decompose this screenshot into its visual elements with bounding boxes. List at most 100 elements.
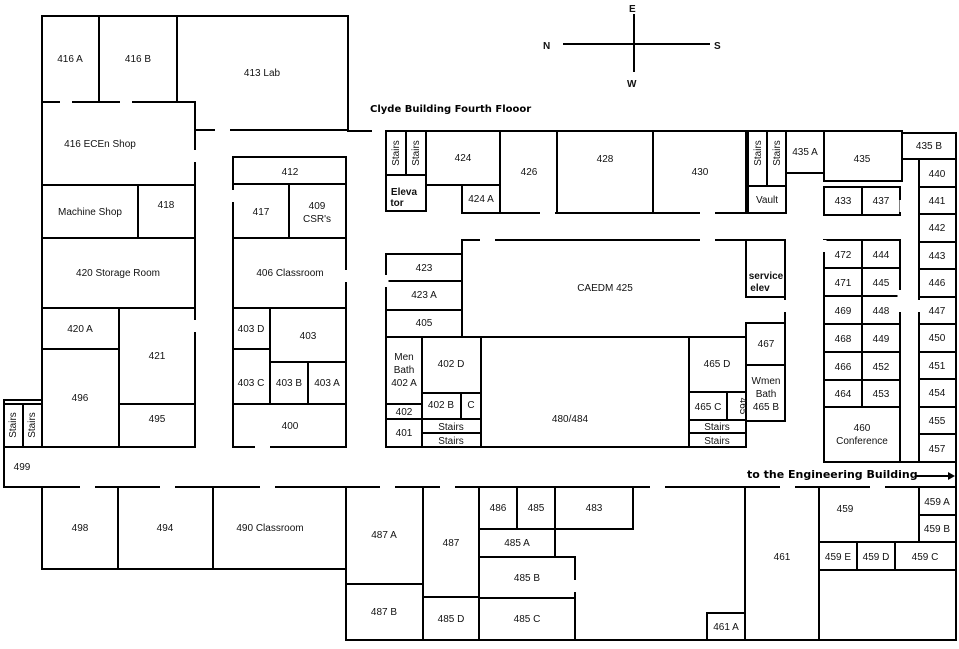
room-452[interactable] — [861, 351, 901, 381]
room-435a[interactable] — [785, 130, 825, 174]
service-elevator[interactable] — [745, 239, 786, 298]
label-446: 446 — [929, 278, 946, 289]
room-caedm-425[interactable] — [461, 239, 786, 338]
label-460a: 460 — [854, 423, 871, 434]
room-457[interactable] — [918, 433, 957, 463]
label-423a: 423 A — [411, 290, 437, 301]
room-485c[interactable] — [478, 597, 576, 641]
label-405: 405 — [416, 318, 433, 329]
label-459c: 459 C — [912, 552, 939, 563]
room-480-484[interactable] — [480, 336, 690, 448]
room-459b[interactable] — [918, 514, 957, 543]
room-461[interactable] — [744, 486, 820, 641]
label-457: 457 — [929, 444, 946, 455]
room-435b[interactable] — [901, 132, 957, 160]
room-453[interactable] — [861, 379, 901, 408]
room-418[interactable] — [137, 184, 196, 239]
room-443[interactable] — [918, 241, 957, 270]
door-gaps — [60, 99, 922, 592]
vault[interactable] — [747, 185, 787, 214]
room-450[interactable] — [918, 323, 957, 353]
room-498[interactable] — [41, 486, 119, 570]
label-494: 494 — [157, 523, 174, 534]
room-401[interactable] — [385, 418, 423, 448]
men-bath-402a[interactable] — [385, 336, 423, 405]
room-445[interactable] — [861, 267, 901, 297]
room-440[interactable] — [918, 158, 957, 188]
label-437: 437 — [873, 196, 890, 207]
room-400[interactable] — [232, 403, 347, 448]
room-459e[interactable] — [818, 541, 858, 571]
room-449[interactable] — [861, 323, 901, 353]
room-467[interactable] — [745, 322, 786, 366]
label-416b: 416 B — [125, 54, 151, 65]
room-494[interactable] — [117, 486, 214, 570]
room-430[interactable] — [652, 130, 747, 214]
label-464: 464 — [835, 389, 852, 400]
label-400: 400 — [282, 421, 299, 432]
label-455: 455 — [929, 416, 946, 427]
compass-east: E — [629, 4, 636, 15]
label-wmen2: Bath — [756, 389, 777, 400]
room-435[interactable] — [823, 130, 903, 182]
room-444[interactable] — [861, 239, 901, 269]
hallway-499[interactable] — [42, 446, 956, 488]
room-459[interactable] — [818, 486, 920, 543]
room-459c[interactable] — [894, 541, 957, 571]
room-495[interactable] — [118, 403, 196, 448]
label-428: 428 — [597, 154, 614, 165]
compass-west: W — [627, 79, 637, 90]
direction-label: to the Engineering Building — [747, 468, 918, 481]
room-403[interactable] — [269, 307, 347, 363]
stairs-west-2[interactable] — [22, 403, 43, 448]
room-459d[interactable] — [856, 541, 896, 571]
room-406[interactable] — [232, 237, 347, 309]
label-416a: 416 A — [57, 54, 83, 65]
room-416a[interactable] — [41, 15, 100, 103]
wmen-bath-465b[interactable] — [745, 364, 786, 422]
room-403c[interactable] — [232, 348, 271, 405]
label-svc2: elev — [750, 283, 770, 294]
room-423a[interactable] — [385, 280, 463, 311]
room-465c[interactable] — [688, 391, 728, 421]
label-485a: 485 A — [504, 538, 530, 549]
room-409[interactable] — [288, 183, 347, 239]
room-485a[interactable] — [478, 528, 556, 558]
room-424a[interactable] — [461, 184, 501, 214]
room-413[interactable] — [176, 15, 349, 131]
room-460[interactable] — [823, 406, 901, 463]
room-461a[interactable] — [706, 612, 746, 641]
compass-south: S — [714, 41, 721, 52]
room-441[interactable] — [918, 186, 957, 215]
room-403a[interactable] — [307, 361, 347, 405]
label-487b: 487 B — [371, 607, 397, 618]
label-471: 471 — [835, 278, 852, 289]
label-435b: 435 B — [916, 141, 942, 152]
room-490[interactable] — [212, 486, 347, 570]
room-428[interactable] — [556, 130, 654, 214]
label-420a: 420 A — [67, 324, 93, 335]
elevator[interactable] — [385, 174, 427, 212]
label-467: 467 — [758, 339, 775, 350]
room-417[interactable] — [232, 183, 290, 239]
room-416b[interactable] — [98, 15, 178, 103]
label-424a: 424 A — [468, 194, 494, 205]
room-483[interactable] — [554, 486, 634, 530]
label-stairsD2: Stairs — [704, 436, 730, 447]
room-451[interactable] — [918, 351, 957, 380]
label-483: 483 — [586, 503, 603, 514]
label-435a: 435 A — [792, 147, 818, 158]
label-433: 433 — [835, 196, 852, 207]
room-466[interactable] — [823, 351, 863, 381]
label-403c: 403 C — [238, 378, 265, 389]
label-402d: 402 D — [438, 359, 465, 370]
room-423[interactable] — [385, 253, 463, 282]
room-labels: 416 A 416 B 413 Lab 416 ECEn Shop Machin… — [14, 54, 951, 633]
room-405[interactable] — [385, 309, 463, 338]
label-wmen1: Wmen — [752, 376, 781, 387]
room-496[interactable] — [41, 348, 120, 448]
room-424[interactable] — [425, 130, 501, 186]
room-468[interactable] — [823, 323, 863, 353]
room-403b[interactable] — [269, 361, 309, 405]
